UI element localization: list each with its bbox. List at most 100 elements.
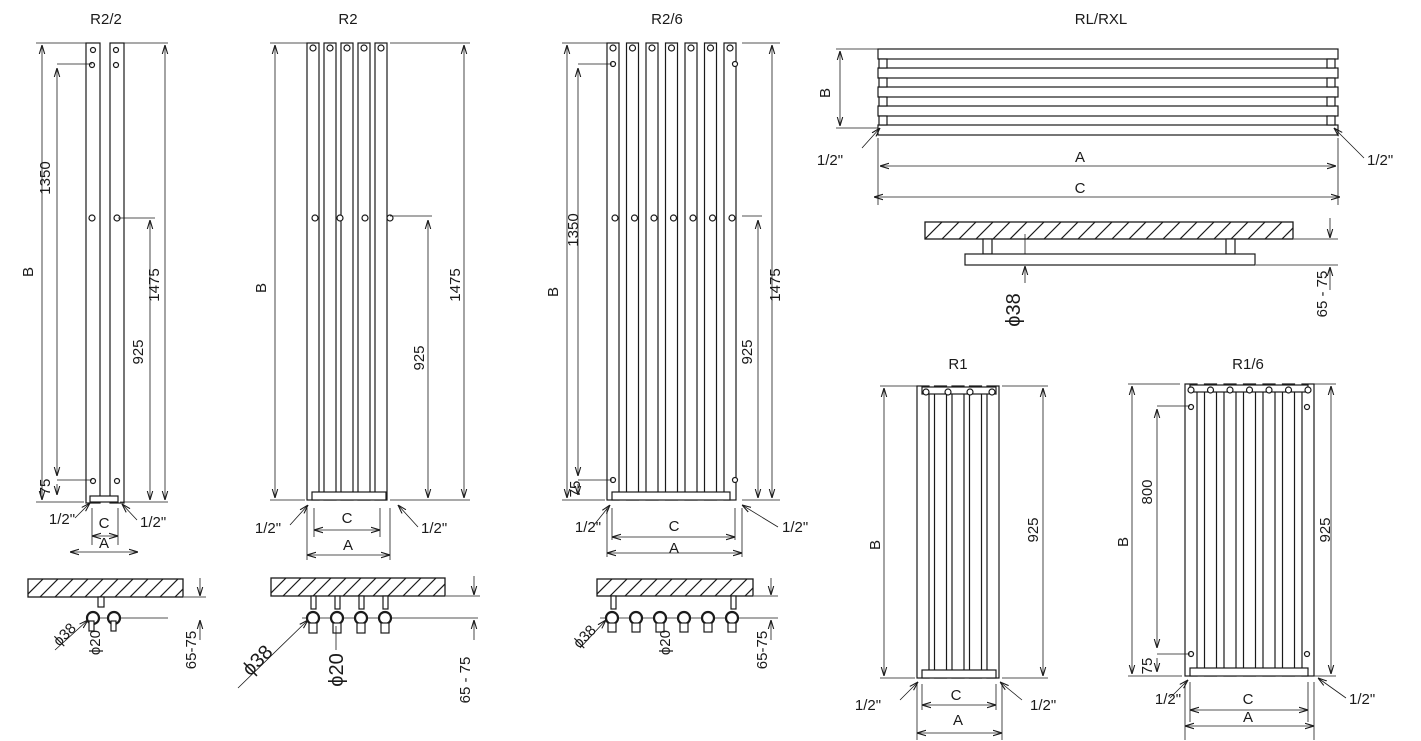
- hatch-line: [448, 578, 466, 596]
- tube-spacer: [878, 96, 888, 107]
- drawing-line: [1245, 386, 1254, 394]
- drawing-line: [1206, 386, 1215, 394]
- drawing-line: [386, 214, 394, 222]
- tube-section: [724, 610, 740, 626]
- dimension-label: 65-75: [754, 631, 771, 669]
- radiator-tube: [877, 124, 1339, 136]
- tube-section: [604, 610, 620, 626]
- radiator-tube: [723, 42, 737, 501]
- drawing-line: [361, 214, 369, 222]
- dimension-label: A: [1243, 709, 1253, 726]
- radiator-tube: [109, 42, 125, 504]
- hatch-line: [1281, 227, 1293, 239]
- hatch-line: [39, 579, 59, 597]
- dimension-line: [237, 620, 308, 689]
- dimension-label: 1/2": [575, 519, 601, 536]
- wall-hatch: [271, 578, 466, 596]
- radiator-tube: [877, 67, 1339, 79]
- dimension-label: 1/2": [855, 697, 881, 714]
- hatch-line: [1077, 222, 1096, 239]
- hatch-line: [144, 579, 164, 597]
- radiator-tube: [664, 42, 679, 501]
- drawing-line: [1226, 386, 1234, 394]
- drawing-line: [326, 44, 334, 52]
- drawing-line: [113, 477, 121, 485]
- radiator-section: [964, 253, 1256, 266]
- tube-section: [353, 610, 369, 626]
- dimension-label: C: [99, 515, 110, 532]
- drawing-line: [726, 44, 734, 52]
- drawing-line: [88, 61, 96, 69]
- hatch-line: [84, 579, 104, 597]
- hatch-line: [1094, 222, 1113, 239]
- radiator-tube: [340, 42, 354, 501]
- dimension-label: 1/2": [1155, 691, 1181, 708]
- dimension-label: 1/2": [782, 519, 808, 536]
- drawing-line: [611, 214, 619, 222]
- hatch-line: [1213, 222, 1232, 239]
- dimension-line: [122, 504, 138, 521]
- hatch-line: [69, 579, 89, 597]
- wall-hatch: [925, 222, 1316, 239]
- drawing-line: [311, 214, 319, 222]
- hatch-line: [159, 579, 179, 597]
- bracket-post: [1225, 238, 1236, 255]
- hatch-line: [129, 579, 149, 597]
- tube-spacer: [878, 58, 888, 69]
- dimension-label: C: [342, 510, 353, 527]
- radiator-tube: [877, 48, 1339, 60]
- drawing-line: [630, 214, 639, 222]
- dimension-label: 1/2": [140, 514, 166, 531]
- dimension-line: [289, 505, 308, 526]
- hatch-line: [174, 588, 183, 597]
- dimension-label: 1/2": [1367, 152, 1393, 169]
- tube-section: [676, 610, 692, 626]
- radiator-tube: [1223, 383, 1237, 677]
- hatch-line: [1009, 222, 1028, 239]
- hatch-line: [271, 578, 287, 594]
- dimension-label: 65 - 75: [457, 657, 474, 704]
- hatch-line: [402, 578, 422, 596]
- valve-stub: [631, 622, 641, 633]
- hatch-line: [28, 579, 44, 595]
- hatch-line: [684, 579, 703, 596]
- radiator-tube: [1301, 383, 1315, 677]
- drawing-line: [336, 214, 344, 222]
- dimension-label: ϕ38: [570, 622, 600, 652]
- hatch-line: [624, 579, 643, 596]
- valve-stub: [380, 622, 390, 634]
- dimension-label: C: [1075, 180, 1086, 197]
- dimension-label: B: [545, 287, 562, 297]
- wall-hatch: [28, 579, 183, 597]
- bottom-collector: [1189, 667, 1309, 677]
- valve-stub: [356, 622, 366, 634]
- drawing-line: [731, 60, 739, 68]
- hatch-line: [1264, 222, 1283, 239]
- radiator-tube: [306, 42, 320, 501]
- dimension-line: [54, 620, 88, 651]
- bottom-collector: [921, 669, 997, 679]
- hatch-line: [1026, 222, 1045, 239]
- hatch-line: [669, 579, 688, 596]
- tube-section: [652, 610, 668, 626]
- view-title: R1: [948, 356, 967, 373]
- dimension-label: 1/2": [1030, 697, 1056, 714]
- drawing-line: [360, 44, 368, 52]
- hatch-line: [1299, 222, 1316, 239]
- drawing-line: [343, 44, 351, 52]
- hatch-line: [760, 579, 777, 596]
- radiator-tube: [1262, 383, 1276, 677]
- dimension-line: [1318, 678, 1347, 699]
- hatch-line: [975, 222, 994, 239]
- hatch-line: [1111, 222, 1130, 239]
- radiator-tube: [625, 42, 640, 501]
- radiator-tube: [323, 42, 337, 501]
- hatch-line: [327, 578, 347, 596]
- valve-stub: [88, 620, 95, 632]
- tube-section: [377, 610, 393, 626]
- hatch-line: [992, 222, 1011, 239]
- drawing-line: [922, 388, 930, 396]
- valve-stub: [332, 622, 342, 634]
